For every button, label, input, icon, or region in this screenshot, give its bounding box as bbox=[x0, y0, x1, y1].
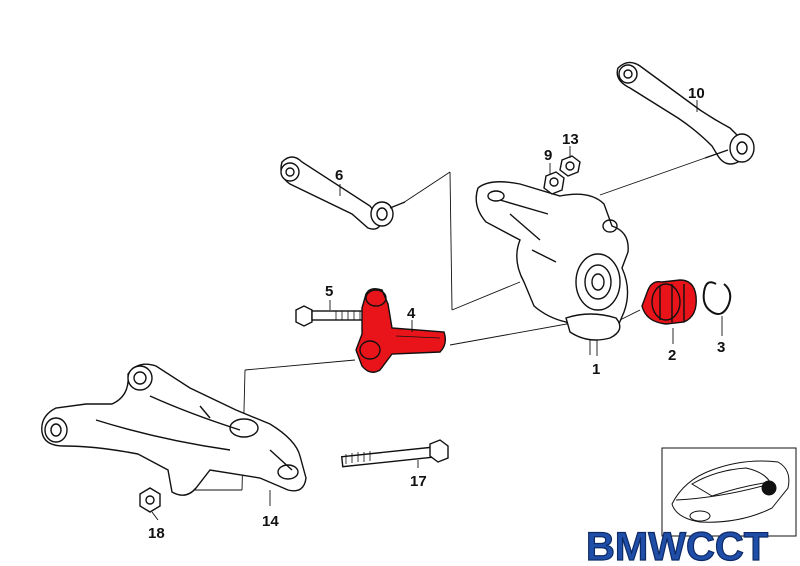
callout-2: 2 bbox=[668, 347, 676, 364]
nut-part-9 bbox=[543, 171, 565, 195]
callout-17: 17 bbox=[410, 473, 427, 490]
circlip-part-3 bbox=[702, 281, 732, 315]
upper-control-arm-part-10 bbox=[616, 61, 755, 165]
location-marker-icon bbox=[761, 480, 777, 496]
vehicle-location-inset bbox=[661, 447, 797, 537]
bolt-part-17 bbox=[340, 439, 449, 468]
bolt-part-5 bbox=[295, 305, 365, 327]
nut-part-18 bbox=[139, 487, 161, 513]
callout-1: 1 bbox=[592, 361, 600, 378]
nut-part-13 bbox=[559, 155, 581, 177]
callout-3: 3 bbox=[717, 339, 725, 356]
toe-link-part-6 bbox=[280, 156, 406, 230]
watermark-text: BMWCCT bbox=[586, 525, 768, 566]
callout-14: 14 bbox=[262, 513, 279, 530]
lower-control-arm-part-14 bbox=[41, 363, 307, 496]
callout-leader-lines bbox=[151, 100, 723, 521]
callout-6: 6 bbox=[335, 167, 343, 184]
linkage-part-4 bbox=[355, 287, 447, 373]
callout-4: 4 bbox=[407, 305, 416, 322]
rubber-bushing-part-2 bbox=[641, 279, 697, 325]
callout-10: 10 bbox=[688, 85, 705, 102]
callout-9: 9 bbox=[544, 147, 552, 164]
callout-5: 5 bbox=[325, 283, 333, 300]
callout-18: 18 bbox=[148, 525, 165, 542]
callout-labels: 1 2 3 4 5 6 9 10 13 14 17 18 bbox=[148, 85, 725, 542]
callout-13: 13 bbox=[562, 131, 579, 148]
wheel-carrier-part-1 bbox=[475, 181, 629, 341]
